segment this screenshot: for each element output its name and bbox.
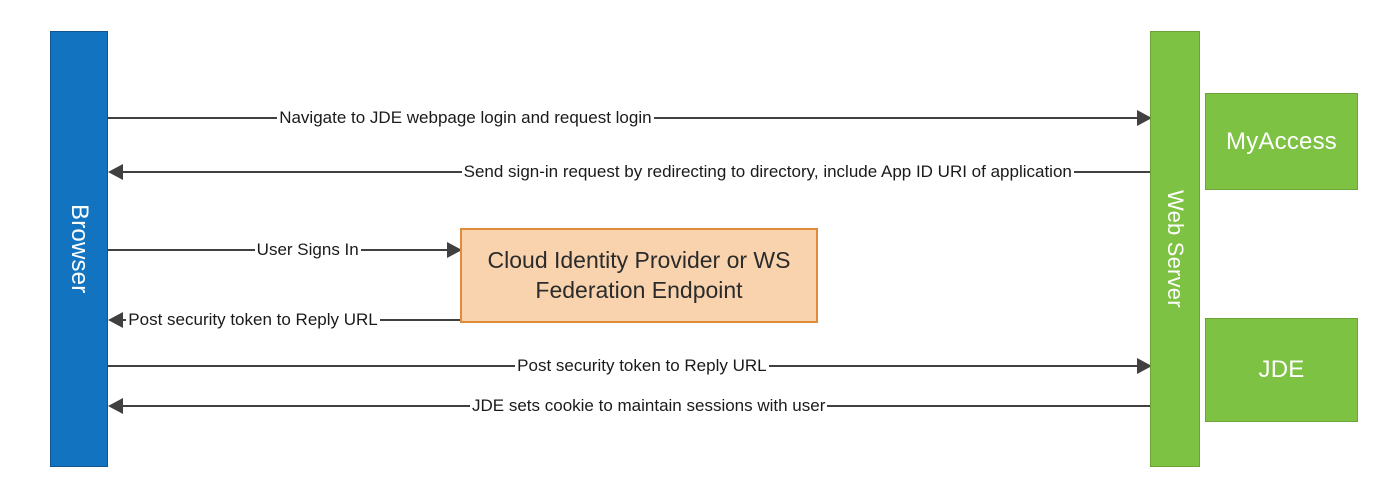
message-line <box>123 405 470 407</box>
message-line <box>827 405 1152 407</box>
message-line <box>360 249 447 251</box>
component-myaccess: MyAccess <box>1205 93 1358 190</box>
message-send-signin-request: Send sign-in request by redirecting to d… <box>108 159 1152 185</box>
message-post-security-token-to-server: Post security token to Reply URL <box>108 353 1152 379</box>
message-user-signs-in: User Signs In <box>108 237 462 263</box>
message-line <box>108 365 516 367</box>
arrow-right-icon <box>1137 110 1152 126</box>
actor-web-server-label: Web Server <box>1163 190 1188 308</box>
component-identity-provider-label: Cloud Identity Provider or WS Federation… <box>487 247 791 303</box>
message-line <box>1073 171 1152 173</box>
component-jde: JDE <box>1205 318 1358 422</box>
component-jde-label: JDE <box>1258 356 1305 383</box>
message-line <box>768 365 1137 367</box>
component-identity-provider: Cloud Identity Provider or WS Federation… <box>460 228 818 323</box>
message-line <box>379 319 462 321</box>
arrow-left-icon <box>108 312 123 328</box>
actor-browser-label: Browser <box>66 204 93 294</box>
actor-browser: Browser <box>50 31 108 467</box>
message-post-security-token-to-browser: Post security token to Reply URL <box>108 307 462 333</box>
arrow-left-icon <box>108 164 123 180</box>
component-myaccess-label: MyAccess <box>1226 127 1337 155</box>
actor-web-server: Web Server <box>1150 31 1200 467</box>
message-jde-sets-cookie: JDE sets cookie to maintain sessions wit… <box>108 393 1152 419</box>
message-label: Post security token to Reply URL <box>517 355 767 375</box>
message-label: Navigate to JDE webpage login and reques… <box>279 107 652 127</box>
message-line <box>123 171 462 173</box>
message-line <box>653 117 1137 119</box>
message-label: Post security token to Reply URL <box>128 309 378 329</box>
message-line <box>108 249 255 251</box>
arrow-left-icon <box>108 398 123 414</box>
message-label: JDE sets cookie to maintain sessions wit… <box>472 395 826 415</box>
message-label: User Signs In <box>256 239 359 259</box>
message-line <box>108 117 278 119</box>
message-label: Send sign-in request by redirecting to d… <box>463 161 1072 181</box>
arrow-right-icon <box>1137 358 1152 374</box>
message-line <box>123 319 127 321</box>
message-navigate-to-jde-login: Navigate to JDE webpage login and reques… <box>108 105 1152 131</box>
arrow-right-icon <box>447 242 462 258</box>
